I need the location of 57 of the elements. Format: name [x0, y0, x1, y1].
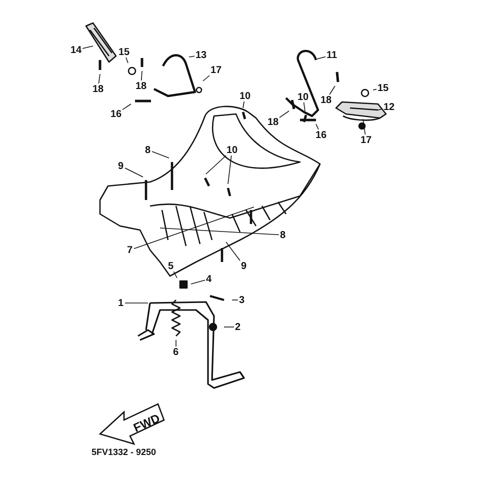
- leader-line: [190, 280, 206, 284]
- leader-line: [202, 75, 210, 82]
- callout-number: 18: [134, 80, 148, 92]
- callout-number: 3: [238, 294, 246, 306]
- leader-line: [140, 70, 142, 81]
- callout-number: 15: [376, 82, 390, 94]
- leader-line: [316, 56, 326, 60]
- leader-line: [188, 56, 195, 58]
- callout-number: 8: [144, 144, 152, 156]
- leader-line: [224, 326, 234, 328]
- callout-number: 18: [266, 116, 280, 128]
- callout-number: 10: [238, 90, 252, 102]
- leader-line: [126, 57, 128, 64]
- leader-line: [378, 108, 383, 110]
- callout-number: 10: [296, 92, 310, 102]
- leader-line: [372, 88, 377, 90]
- leader-line: [122, 104, 132, 110]
- callout-number: 6: [172, 346, 180, 358]
- leader-line: [228, 155, 232, 184]
- arrow-label: FWD: [130, 411, 162, 435]
- leader-line: [82, 46, 94, 49]
- callout-number: 18: [320, 94, 333, 106]
- leader-line: [329, 86, 336, 95]
- leader-line: [124, 168, 144, 178]
- leader-line: [303, 102, 306, 112]
- callout-number: 9: [117, 160, 125, 172]
- callout-number: 11: [326, 50, 338, 60]
- callout-number: 16: [110, 108, 123, 120]
- leader-line: [362, 118, 366, 135]
- callout-number: 1: [117, 298, 125, 308]
- callout-number: 13: [194, 50, 208, 60]
- callout-number: 7: [126, 244, 134, 256]
- callout-number: 4: [205, 274, 213, 284]
- callout-number: 2: [234, 322, 242, 332]
- callout-number: 10: [226, 144, 239, 156]
- leader-line: [316, 124, 319, 130]
- callout-number: 14: [70, 44, 83, 56]
- leader-line: [206, 155, 226, 174]
- leader-line: [152, 151, 170, 158]
- leader-line: [160, 228, 280, 236]
- callout-number: 5: [167, 260, 175, 272]
- leader-line: [173, 271, 178, 278]
- callout-number: 9: [240, 260, 248, 272]
- leader-line: [226, 242, 240, 262]
- leader-line: [279, 110, 290, 118]
- leader-line: [242, 101, 244, 108]
- leader-line: [124, 302, 148, 304]
- callout-number: 15: [118, 46, 131, 58]
- callout-number: 12: [382, 102, 396, 112]
- leader-line: [98, 74, 100, 84]
- callout-number: 8: [279, 230, 287, 240]
- callout-number: 17: [360, 134, 373, 146]
- drawing-number: 5FV1332 - 9250: [92, 447, 156, 457]
- callout-number: 17: [210, 64, 223, 76]
- leader-line: [134, 206, 254, 250]
- callout-number: 16: [314, 130, 328, 140]
- callout-number: 18: [92, 84, 105, 94]
